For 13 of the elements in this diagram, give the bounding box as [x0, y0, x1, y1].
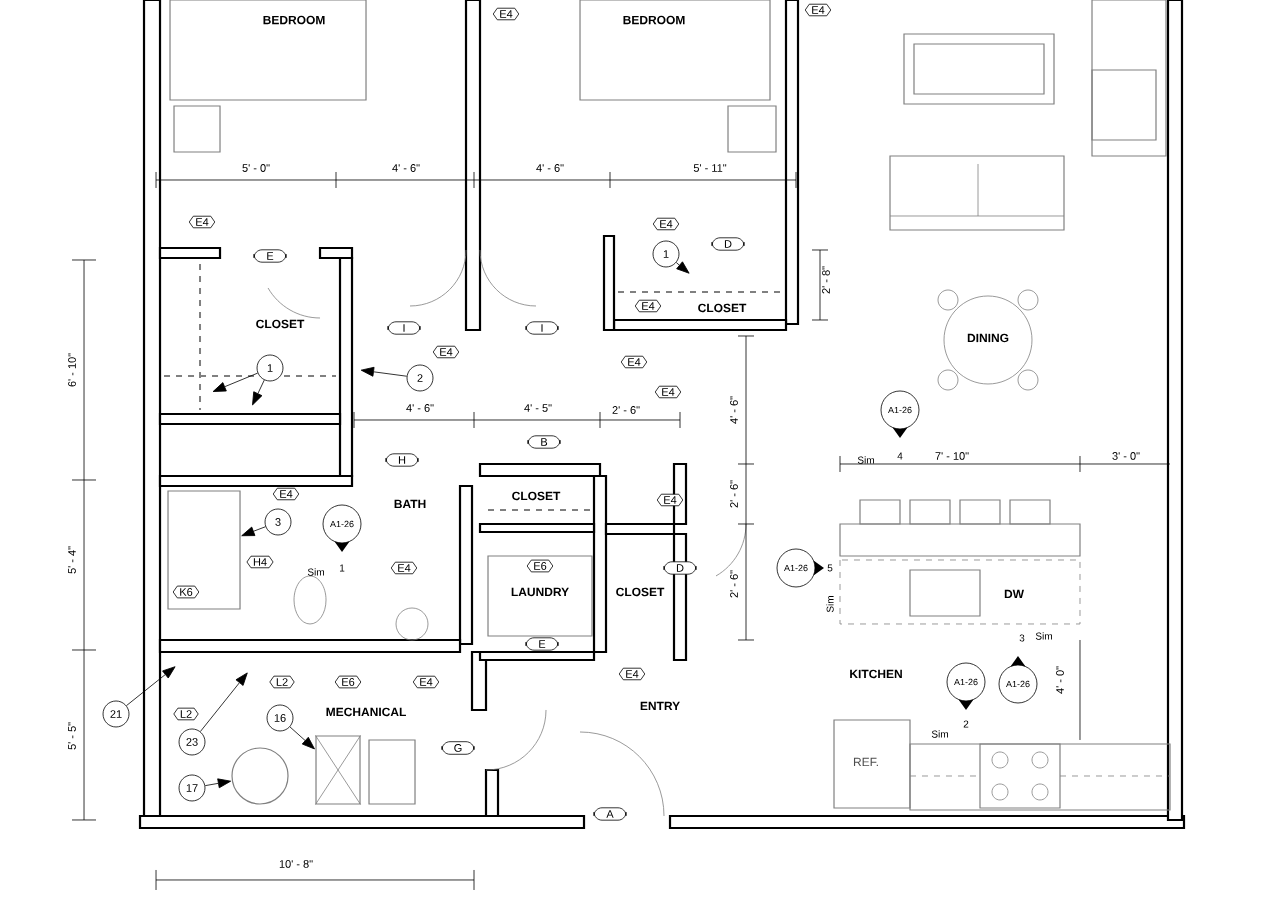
- leader-line: [675, 261, 690, 274]
- leader-line: [204, 778, 232, 789]
- leader-line: [241, 526, 266, 537]
- bathtub: [167, 490, 241, 610]
- furnace: [315, 735, 361, 805]
- leader-line: [212, 372, 259, 392]
- water-heater: [231, 747, 289, 805]
- leader-line: [252, 379, 265, 406]
- leader-line: [126, 666, 176, 706]
- leader-line: [200, 672, 248, 732]
- leader-line: [289, 726, 315, 750]
- leader-line: [360, 366, 408, 377]
- furnace: [368, 739, 416, 805]
